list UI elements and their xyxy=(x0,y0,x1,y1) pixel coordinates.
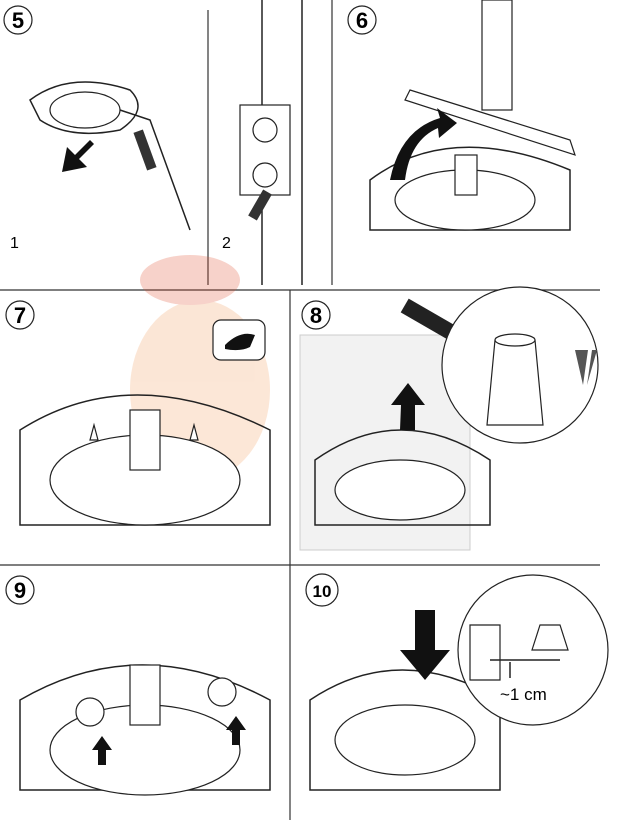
step-number-badge xyxy=(5,575,35,605)
step-number-badge xyxy=(305,573,339,607)
illustration-shape xyxy=(469,624,501,681)
step-number-badge xyxy=(3,5,33,35)
illustration-shape xyxy=(494,333,536,347)
screwdriver-icon xyxy=(133,129,157,171)
illustration-shape xyxy=(481,0,513,111)
arrow-up-icon xyxy=(92,736,112,765)
step-number-badge xyxy=(301,300,331,330)
illustration-shape xyxy=(129,409,161,471)
screwdriver-icon xyxy=(248,189,272,221)
illustration-shape xyxy=(454,154,478,196)
step-number: 10 xyxy=(313,582,332,601)
illustration-shape xyxy=(29,81,139,135)
arrow-down-icon xyxy=(400,610,450,680)
illustration-shape xyxy=(225,333,255,351)
illustration-shape xyxy=(49,91,121,129)
step-number: 6 xyxy=(356,8,368,33)
illustration-shape xyxy=(486,339,544,426)
measurement-label: ~1 cm xyxy=(500,685,547,704)
step-number: 8 xyxy=(310,303,322,328)
illustration-shape xyxy=(404,89,576,156)
rotate-arrow-icon xyxy=(390,108,457,180)
illustration-shape xyxy=(314,429,491,526)
step-6-panel: 6 xyxy=(347,0,576,231)
step-number-badge xyxy=(5,300,35,330)
step-8-panel: 8 xyxy=(299,286,599,551)
illustration-shape xyxy=(334,459,466,521)
illustration-shape xyxy=(140,255,240,305)
illustration-shape xyxy=(119,109,191,231)
screw-icon xyxy=(207,677,237,707)
step-5-panel: 5 1 2 xyxy=(3,0,303,285)
arrow-up-icon xyxy=(391,383,425,430)
illustration-shape xyxy=(575,350,597,385)
step-number: 7 xyxy=(14,303,26,328)
illustration-shape xyxy=(19,394,271,526)
illustration-shape xyxy=(129,664,161,726)
step-number-badge xyxy=(347,5,377,35)
illustration-shape xyxy=(252,117,278,143)
illustration-shape xyxy=(334,704,476,776)
sublabel: 2 xyxy=(222,235,231,252)
step-number: 9 xyxy=(14,578,26,603)
illustration-shape xyxy=(89,422,199,441)
step-9-panel: 9 xyxy=(5,575,271,796)
sublabel: 1 xyxy=(10,235,19,252)
illustration-shape xyxy=(531,624,569,651)
panel-dividers xyxy=(0,0,600,820)
arrow-icon xyxy=(62,140,94,172)
step-7-panel: 7 xyxy=(5,300,271,526)
step-10-panel: ~1 cm 10 xyxy=(305,573,609,791)
illustration-shape xyxy=(19,664,271,791)
screw-icon xyxy=(75,697,105,727)
step-number: 5 xyxy=(12,8,24,33)
arrow-up-icon xyxy=(226,716,246,745)
illustration-shape xyxy=(252,162,278,188)
